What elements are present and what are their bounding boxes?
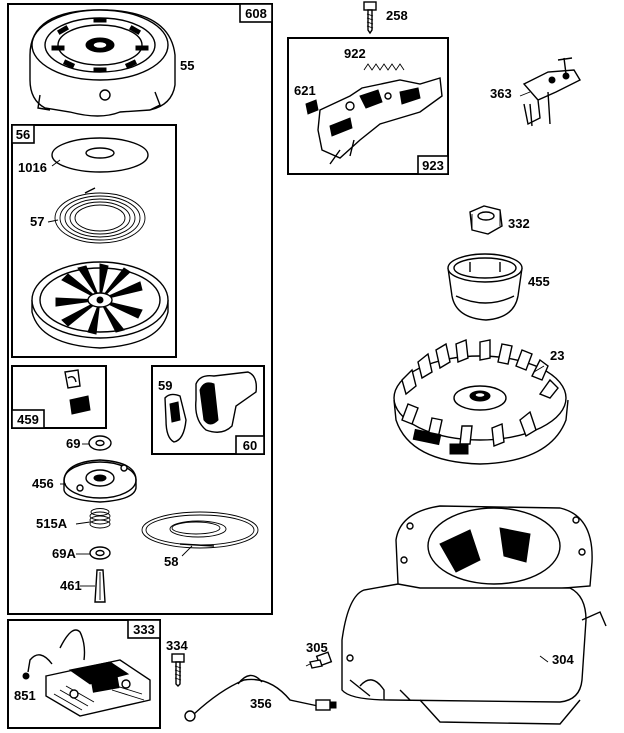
box-923: 923 922 621 [287,37,449,175]
part-69-washer: 69 [66,435,112,451]
part-363-bracket: 363 [490,57,581,127]
part-58-label: 58 [164,554,178,569]
part-461-label: 461 [60,578,82,593]
part-334-label: 334 [166,638,188,653]
part-305-label: 305 [306,640,328,655]
part-59-label: 59 [158,378,172,393]
part-332-label: 332 [508,216,530,231]
box-60-label: 60 [243,438,257,453]
part-55-starter-housing: 55 [29,9,194,117]
box-333: 333 851 [7,619,161,729]
part-305-screw: 305 [305,640,333,669]
part-55-label: 55 [180,58,194,73]
part-57-label: 57 [30,214,44,229]
part-23-flywheel: 23 [393,339,569,465]
part-1016-washer: 1016 [18,137,149,175]
part-332-flywheel-nut: 332 [469,205,530,235]
part-922-label: 922 [344,46,366,61]
part-356-ground-wire: 356 [184,674,337,722]
box-333-label: 333 [133,622,155,637]
part-456-retainer: 456 [32,459,137,503]
part-515A-label: 515A [36,516,68,531]
part-515A-spring: 515A [36,508,111,531]
part-258-screw: 258 [363,1,408,35]
part-455-label: 455 [528,274,550,289]
part-57-rewind-spring: 57 [30,187,146,244]
box-923-label: 923 [422,158,444,173]
box-56-label: 56 [16,127,30,142]
part-23-label: 23 [550,348,564,363]
leader-lines [47,91,549,663]
part-334-screw: 334 [166,638,188,687]
part-304-blower-housing: 304 [341,505,607,725]
starter-pulley [31,261,169,349]
box-459-label: 459 [17,412,39,427]
part-258-label: 258 [386,8,408,23]
part-304-label: 304 [552,652,574,667]
box-608: 608 [7,3,273,615]
part-851-label: 851 [14,688,36,703]
part-621-label: 621 [294,83,316,98]
part-363-label: 363 [490,86,512,101]
box-459: 459 [11,365,107,429]
part-356-label: 356 [250,696,272,711]
part-69-label: 69 [66,436,80,451]
part-455-starter-cup: 455 [447,253,550,321]
part-58-starter-rope: 58 [141,511,259,569]
part-456-label: 456 [32,476,54,491]
part-1016-label: 1016 [18,160,47,175]
part-69A-washer: 69A [52,546,111,561]
box-60: 60 59 [151,365,265,455]
box-608-label: 608 [245,6,267,21]
part-69A-label: 69A [52,546,76,561]
part-461-pin: 461 [60,569,106,603]
box-56: 56 [11,124,177,358]
